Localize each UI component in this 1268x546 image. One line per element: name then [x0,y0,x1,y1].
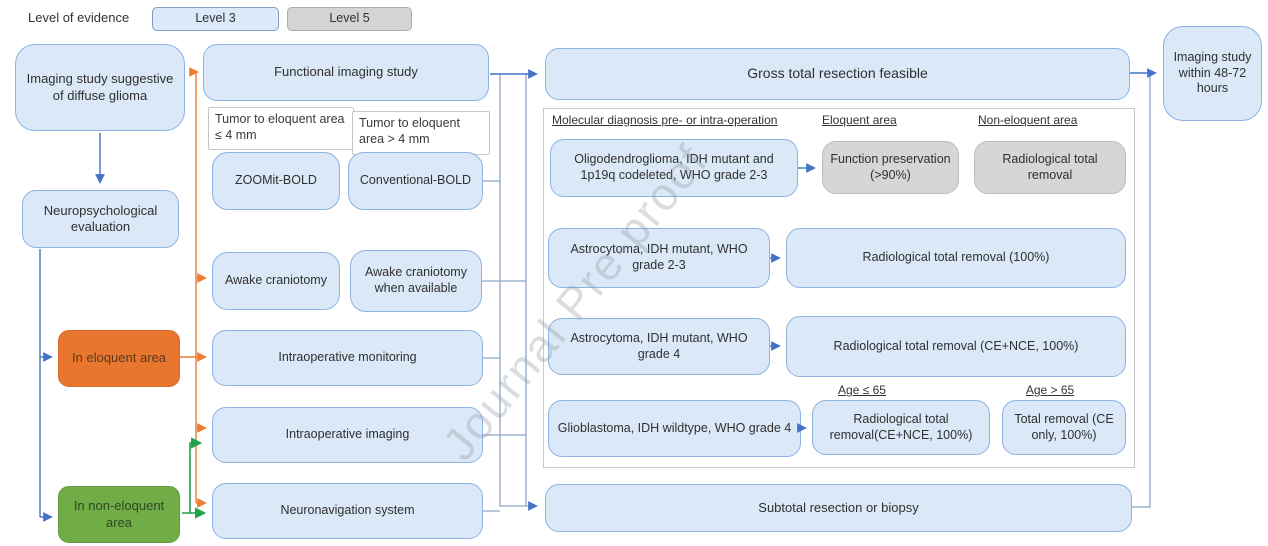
label-tumor-eloquent-le-4mm: Tumor to eloquent area ≤ 4 mm [208,107,354,150]
label-age-le-65: Age ≤ 65 [838,383,886,397]
box-astrocytoma-grade-2-3: Astrocytoma, IDH mutant, WHO grade 2-3 [548,228,770,288]
box-functional-imaging-study: Functional imaging study [203,44,489,101]
box-removal-age-gt-65: Total removal (CE only, 100%) [1002,400,1126,455]
box-function-preservation: Function preservation (>90%) [822,141,959,194]
box-gross-total-resection-feasible: Gross total resection feasible [545,48,1130,100]
label-age-gt-65: Age > 65 [1025,383,1075,397]
box-in-non-eloquent-area: In non-eloquent area [58,486,180,543]
box-imaging-study-diffuse-glioma: Imaging study suggestive of diffuse glio… [15,44,185,131]
orange-arrows [180,67,207,508]
column-label-molecular-diagnosis: Molecular diagnosis pre- or intra-operat… [552,113,778,127]
column-label-non-eloquent-area: Non-eloquent area [978,113,1078,127]
box-zoomit-bold: ZOOMit-BOLD [212,152,340,210]
box-awake-craniotomy: Awake craniotomy [212,252,340,310]
box-radiological-total-removal-100: Radiological total removal (100%) [786,228,1126,288]
box-neuropsychological-evaluation: Neuropsychological evaluation [22,190,179,248]
column-label-eloquent-area: Eloquent area [822,113,897,127]
legend-level5-chip: Level 5 [287,7,412,31]
legend-label: Level of evidence [28,10,130,25]
box-radiological-total-removal-ce-nce: Radiological total removal (CE+NCE, 100%… [786,316,1126,377]
legend-level3-chip: Level 3 [152,7,279,31]
box-awake-craniotomy-when-available: Awake craniotomy when available [350,250,482,312]
box-imaging-study-48-72-hours: Imaging study within 48-72 hours [1163,26,1262,121]
box-neuronavigation-system: Neuronavigation system [212,483,483,539]
box-conventional-bold: Conventional-BOLD [348,152,483,210]
green-arrows [182,437,207,519]
box-oligodendroglioma: Oligodendroglioma, IDH mutant and 1p19q … [550,139,798,197]
box-intraoperative-monitoring: Intraoperative monitoring [212,330,483,386]
box-intraoperative-imaging: Intraoperative imaging [212,407,483,463]
box-astrocytoma-grade-4: Astrocytoma, IDH mutant, WHO grade 4 [548,318,770,375]
box-in-eloquent-area: In eloquent area [58,330,180,387]
box-radiological-total-removal-gray: Radiological total removal [974,141,1126,194]
box-glioblastoma: Glioblastoma, IDH wildtype, WHO grade 4 [548,400,801,457]
box-removal-age-le-65: Radiological total removal(CE+NCE, 100%) [812,400,990,455]
label-tumor-eloquent-gt-4mm: Tumor to eloquent area > 4 mm [352,111,490,155]
box-subtotal-resection-or-biopsy: Subtotal resection or biopsy [545,484,1132,532]
